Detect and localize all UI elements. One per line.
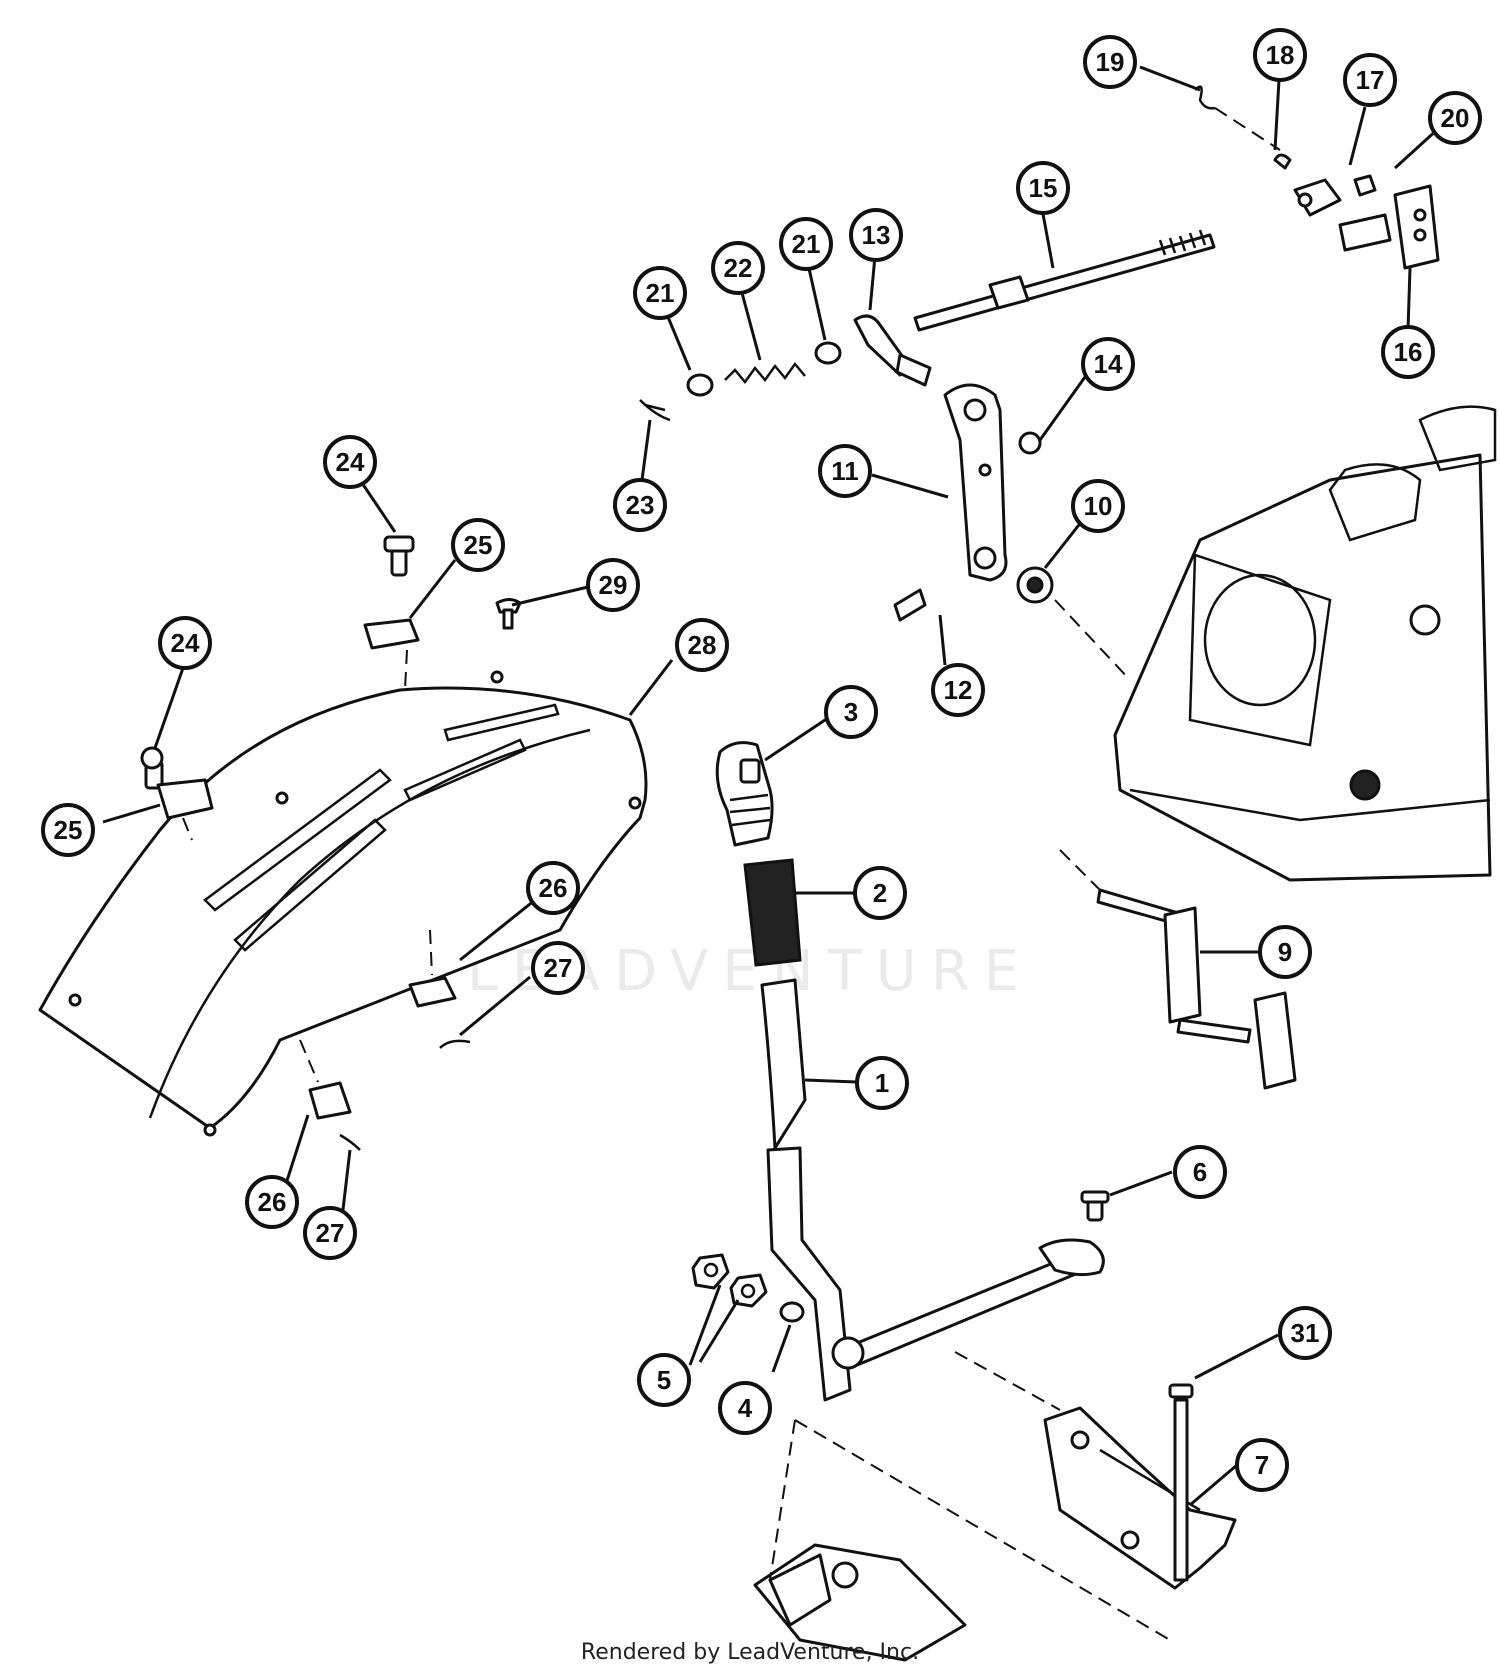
svg-text:12: 12	[944, 675, 973, 705]
fender-hardware	[140, 535, 522, 1151]
svg-text:16: 16	[1394, 337, 1423, 367]
callout-21-right: 21	[779, 217, 833, 271]
svg-text:18: 18	[1266, 40, 1295, 70]
callout-1: 1	[855, 1056, 909, 1110]
svg-text:28: 28	[688, 630, 717, 660]
svg-text:19: 19	[1096, 47, 1125, 77]
svg-text:10: 10	[1084, 491, 1113, 521]
callout-10: 10	[1071, 479, 1125, 533]
svg-text:31: 31	[1291, 1318, 1320, 1348]
svg-text:25: 25	[464, 530, 493, 560]
callout-25-left: 25	[41, 803, 95, 857]
cross-rod-assembly	[913, 85, 1440, 332]
svg-text:21: 21	[646, 278, 675, 308]
callout-24-top: 24	[323, 435, 377, 489]
callout-18: 18	[1253, 28, 1307, 82]
spring-assembly	[639, 341, 842, 422]
transmission-housing	[1054, 405, 1497, 882]
callout-25-top: 25	[451, 518, 505, 572]
callout-19: 19	[1083, 35, 1137, 89]
callout-9: 9	[1258, 925, 1312, 979]
callout-31: 31	[1278, 1306, 1332, 1360]
svg-text:21: 21	[792, 229, 821, 259]
callout-15: 15	[1016, 161, 1070, 215]
svg-text:26: 26	[258, 1187, 287, 1217]
callout-20: 20	[1428, 91, 1482, 145]
svg-text:17: 17	[1356, 65, 1385, 95]
callout-28: 28	[675, 618, 729, 672]
callout-16: 16	[1381, 325, 1435, 379]
svg-text:4: 4	[738, 1393, 753, 1423]
nuts-and-washer	[691, 1253, 805, 1323]
callout-23: 23	[613, 478, 667, 532]
svg-text:23: 23	[626, 490, 655, 520]
svg-text:2: 2	[873, 878, 887, 908]
svg-text:26: 26	[539, 873, 568, 903]
svg-text:29: 29	[599, 570, 628, 600]
callout-2: 2	[853, 866, 907, 920]
callout-27-bottom: 27	[303, 1206, 357, 1260]
callout-27-right: 27	[531, 941, 585, 995]
svg-text:24: 24	[171, 628, 200, 658]
svg-text:20: 20	[1441, 103, 1470, 133]
control-arm	[853, 314, 1054, 622]
svg-text:3: 3	[844, 697, 858, 727]
svg-text:15: 15	[1029, 173, 1058, 203]
linkage-rod	[831, 1190, 1110, 1370]
svg-text:5: 5	[657, 1365, 671, 1395]
pedal-assembly	[715, 741, 852, 1402]
svg-text:24: 24	[336, 447, 365, 477]
svg-text:27: 27	[544, 953, 573, 983]
svg-text:7: 7	[1255, 1450, 1269, 1480]
svg-text:13: 13	[862, 220, 891, 250]
bracket-assembly	[753, 1351, 1237, 1662]
callout-21-left: 21	[633, 266, 687, 320]
svg-text:9: 9	[1278, 937, 1292, 967]
callout-26-bottom: 26	[245, 1175, 299, 1229]
svg-text:6: 6	[1193, 1157, 1207, 1187]
callout-4: 4	[718, 1381, 772, 1435]
svg-text:25: 25	[54, 815, 83, 845]
callout-26-right: 26	[526, 861, 580, 915]
callout-24-left: 24	[158, 616, 212, 670]
lower-shaft	[1059, 849, 1297, 1090]
callout-17: 17	[1343, 53, 1397, 107]
callout-22: 22	[711, 241, 765, 295]
footer-credit: Rendered by LeadVenture, Inc.	[580, 1640, 920, 1665]
svg-text:1: 1	[875, 1068, 889, 1098]
callout-29: 29	[586, 558, 640, 612]
callout-12: 12	[931, 663, 985, 717]
svg-text:22: 22	[724, 253, 753, 283]
svg-text:11: 11	[831, 456, 859, 486]
callout-11: 11	[818, 444, 872, 498]
callout-3: 3	[824, 685, 878, 739]
callout-7: 7	[1235, 1438, 1289, 1492]
svg-text:27: 27	[316, 1218, 345, 1248]
callout-14: 14	[1081, 337, 1135, 391]
leader-lines	[102, 61, 1452, 1507]
callout-5: 5	[637, 1353, 691, 1407]
callout-6: 6	[1173, 1145, 1227, 1199]
callout-13: 13	[849, 208, 903, 262]
svg-text:14: 14	[1094, 349, 1123, 379]
